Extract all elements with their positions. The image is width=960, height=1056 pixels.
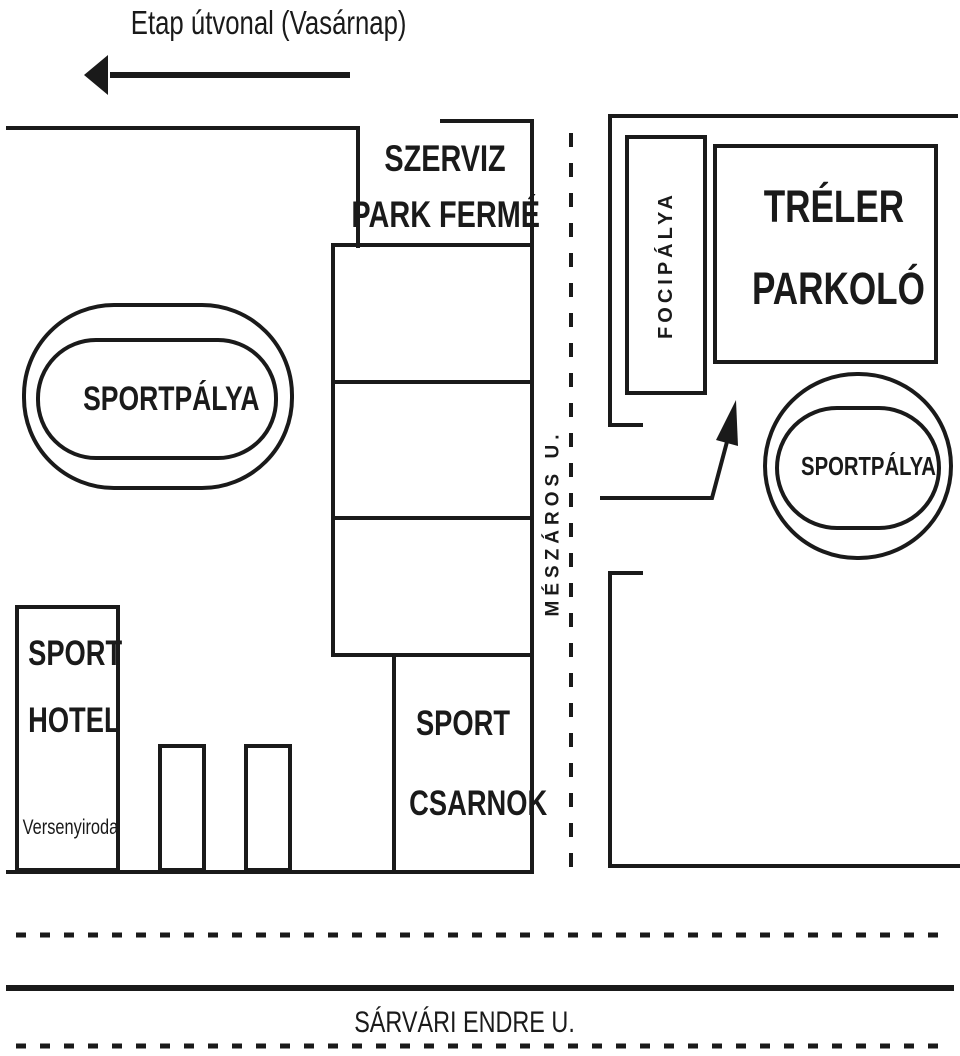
sport-hotel-label-1: SPORT — [28, 634, 123, 673]
treler-label: TRÉLER — [763, 181, 905, 232]
focipalya-field — [625, 135, 707, 395]
entrance-arrow-head — [716, 400, 738, 446]
szerviz-label: SZERVIZ — [384, 138, 506, 179]
focipalya-label: FOCIPÁLYA — [655, 191, 677, 339]
treler-parkolo-area — [713, 144, 938, 364]
route-label: Etap útvonal (Vasárnap) — [130, 4, 407, 41]
parkolo-label: PARKOLÓ — [752, 263, 925, 314]
sport-csarnok-label-1: SPORT — [415, 704, 511, 743]
right-block-lower-outline — [608, 571, 960, 868]
small-building-1 — [158, 744, 206, 872]
sportpalya-right-outer — [763, 372, 953, 560]
park-ferme-label: PARK FERMÉ — [351, 194, 541, 235]
sport-csarnok-outline — [392, 655, 534, 874]
sportpalya-right-label: SPORTPÁLYA — [801, 451, 936, 481]
sportpalya-left-inner — [36, 338, 278, 460]
left-block-top-edge — [6, 126, 360, 248]
meszaros-street-label: MÉSZÁROS U. — [542, 429, 564, 617]
entrance-path — [600, 437, 730, 500]
sportpalya-left-label: SPORTPÁLYA — [83, 380, 260, 418]
sportpalya-right-inner — [775, 406, 941, 530]
sport-hotel-building — [15, 605, 120, 872]
sarvari-street-label: SÁRVÁRI ENDRE U. — [354, 1006, 575, 1039]
right-block-upper-outline — [608, 114, 958, 427]
sportpalya-left-outer — [22, 303, 294, 490]
szerviz-block-outline — [440, 119, 534, 245]
sport-hotel-label-2: HOTEL — [28, 701, 121, 740]
building-column — [331, 243, 534, 657]
sport-csarnok-label-2: CSARNOK — [409, 784, 548, 823]
versenyiroda-label: Versenyiroda — [22, 816, 119, 839]
small-building-2 — [244, 744, 292, 872]
route-arrow-head — [84, 55, 108, 95]
